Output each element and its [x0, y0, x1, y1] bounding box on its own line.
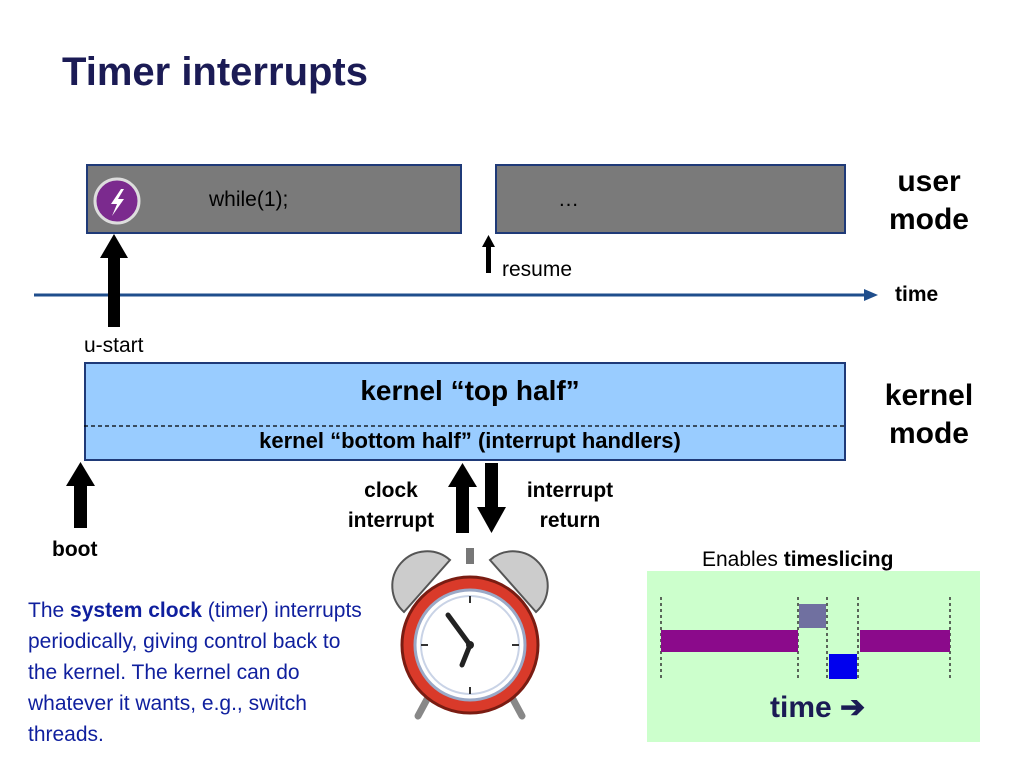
thread-a-slice-1: [661, 630, 798, 652]
timeslicing-caption: Enables timeslicing: [702, 548, 893, 572]
resume-label: resume: [502, 258, 573, 281]
user-box-continued: [495, 164, 846, 234]
description-text-2: (timer) interrupts periodically, giving …: [28, 599, 362, 746]
lightning-icon: [93, 177, 141, 225]
clock-interrupt-label: clock interrupt: [333, 476, 449, 536]
user-box-while-loop: [86, 164, 462, 234]
boot-label: boot: [52, 538, 98, 561]
timeslicing-bold: timeslicing: [783, 548, 894, 571]
user-mode-label: user mode: [864, 163, 994, 239]
boot-arrow: [66, 462, 95, 528]
kernel-mode-line2: mode: [888, 417, 969, 450]
clock-interrupt-arrow: [448, 463, 477, 533]
description-bold: system clock: [70, 599, 202, 622]
description-text-1: The: [28, 599, 71, 622]
thread-b-slice: [799, 604, 826, 628]
interrupt-return-arrow: [477, 463, 506, 533]
alarm-clock-icon: [391, 548, 549, 720]
timeslicing-diagram: [647, 571, 980, 742]
resume-arrow: [482, 235, 495, 273]
timeslice-markers: [660, 597, 951, 680]
user-mode-line1: user: [897, 165, 961, 198]
ellipsis-text: …: [558, 188, 579, 211]
user-mode-line2: mode: [888, 203, 969, 236]
timeline-arrow: [34, 289, 878, 301]
clock-interrupt-line2: interrupt: [347, 509, 435, 532]
u-start-arrow: [100, 234, 128, 327]
kernel-mode-line1: kernel: [884, 379, 974, 412]
time-axis-label: time: [895, 283, 939, 306]
clock-interrupt-line1: clock: [364, 479, 418, 502]
kernel-mode-label: kernel mode: [864, 377, 994, 453]
timeslicing-prefix: Enables: [702, 548, 784, 571]
while-loop-code: while(1);: [209, 188, 289, 211]
kernel-box: [84, 362, 846, 461]
interrupt-return-line2: return: [539, 509, 601, 532]
interrupt-return-line1: interrupt: [526, 479, 614, 502]
interrupt-return-label: interrupt return: [510, 476, 630, 536]
kernel-top-half: kernel “top half”: [360, 375, 580, 406]
description-paragraph: The system clock (timer) interrupts peri…: [28, 595, 368, 750]
thread-a-slice-2: [860, 630, 950, 652]
page-title: Timer interrupts: [62, 50, 368, 94]
timeslicing-time-label: time ➔: [770, 691, 866, 724]
u-start-label: u-start: [84, 334, 144, 357]
kernel-bottom-half: kernel “bottom half” (interrupt handlers…: [259, 428, 681, 453]
thread-c-slice: [829, 654, 857, 679]
